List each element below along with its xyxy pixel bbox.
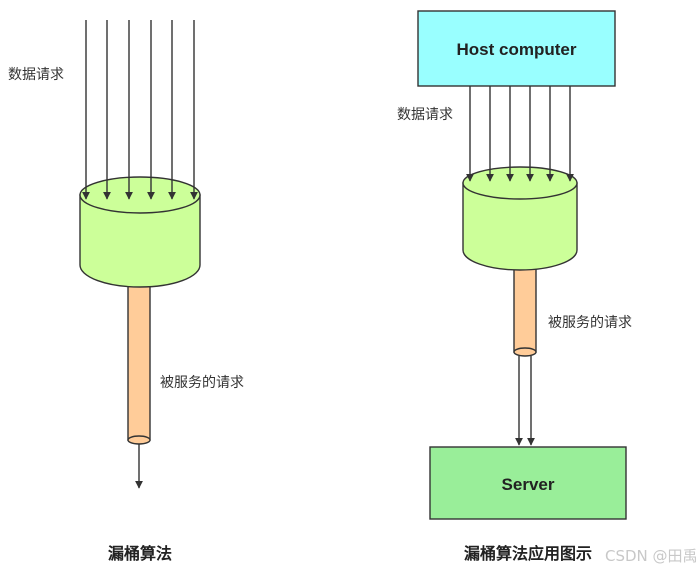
left-leaky-bucket: 数据请求 被服务的请求 漏桶算法 [8, 20, 244, 563]
left-incoming-label: 数据请求 [8, 67, 64, 83]
left-caption: 漏桶算法 [108, 544, 172, 563]
left-outflow-tube [127, 269, 151, 445]
right-incoming-arrows [466, 86, 574, 182]
right-outflow-arrows [515, 356, 535, 446]
left-incoming-arrows [82, 20, 198, 200]
host-computer-box: Host computer [417, 10, 616, 87]
server-box: Server [429, 446, 627, 520]
right-incoming-label: 数据请求 [397, 107, 453, 123]
host-computer-label: Host computer [457, 40, 577, 59]
right-served-label: 被服务的请求 [548, 315, 632, 331]
server-label: Server [502, 475, 555, 494]
right-caption: 漏桶算法应用图示 [464, 544, 592, 563]
right-leaky-bucket-application: Host computer Server [397, 10, 632, 563]
watermark: CSDN @田禹 [605, 547, 696, 565]
right-bucket [462, 166, 578, 271]
left-bucket [79, 176, 201, 288]
left-served-label: 被服务的请求 [160, 375, 244, 391]
